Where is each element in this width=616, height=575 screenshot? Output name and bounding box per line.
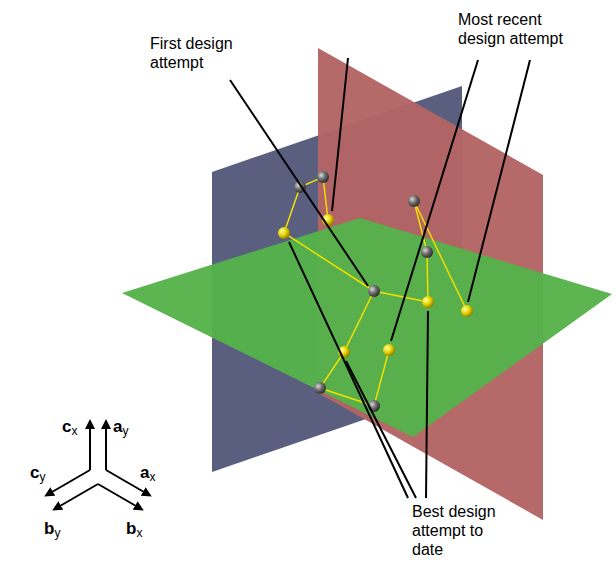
- axis-label: cx: [62, 418, 77, 437]
- axis-label: bx: [126, 520, 142, 539]
- design-points: [278, 171, 473, 412]
- axis-symbol: [52, 428, 144, 506]
- callout-label: Best design attempt to date: [412, 502, 508, 560]
- callout-label: Most recent design attempt: [458, 10, 590, 48]
- blue-plane-front: [232, 372, 300, 470]
- axis-label: ay: [113, 418, 128, 437]
- axis-label: by: [44, 520, 60, 539]
- axis-label: cy: [30, 464, 45, 483]
- axis-label: ax: [140, 464, 155, 483]
- callout-label: First design attempt: [150, 34, 255, 72]
- leader-lines: [230, 58, 530, 498]
